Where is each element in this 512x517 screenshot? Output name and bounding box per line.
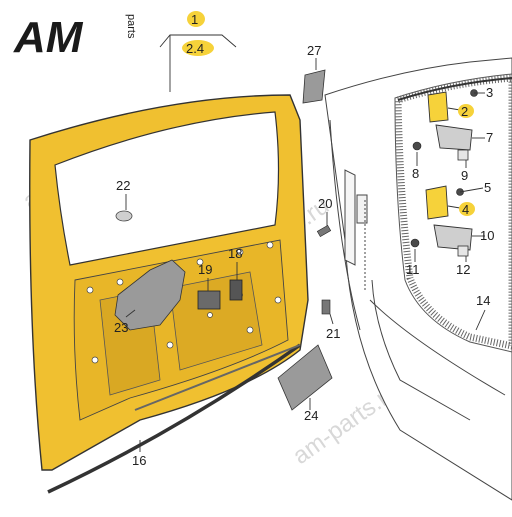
callout-21: 21 <box>326 326 340 341</box>
callout-2: 2 <box>461 104 468 119</box>
callout-11: 11 <box>406 262 420 277</box>
upper-hinge <box>427 91 473 161</box>
callout-7: 7 <box>486 130 493 145</box>
leader-lines <box>125 34 486 452</box>
callout-27: 27 <box>307 43 321 58</box>
car-body <box>324 57 512 501</box>
callout-20: 20 <box>318 196 332 211</box>
pad-24 <box>277 344 333 411</box>
callout-9: 9 <box>461 168 468 183</box>
callout-2-highlight <box>458 104 474 118</box>
seal-strip <box>47 343 302 494</box>
callout-8: 8 <box>412 166 419 181</box>
pad-27 <box>302 69 326 104</box>
callout-12: 12 <box>456 262 470 277</box>
callout-5: 5 <box>484 180 491 195</box>
callout-18: 18 <box>228 246 242 261</box>
bracket-part <box>197 290 221 310</box>
callout-2-4: 2.4 <box>186 41 204 56</box>
callout-23: 23 <box>114 320 128 335</box>
callout-10: 10 <box>480 228 494 243</box>
seal-strip-inner <box>134 344 301 411</box>
callout-3: 3 <box>486 85 493 100</box>
callout-4-highlight <box>459 202 475 216</box>
clip-part <box>229 279 243 301</box>
callout-24: 24 <box>304 408 318 423</box>
grommet-part <box>115 210 133 222</box>
callout-4: 4 <box>462 202 469 217</box>
callout-1-highlight <box>187 11 205 27</box>
callouts: 1 2.4 27 3 2 7 9 8 5 4 10 12 11 14 22 18… <box>114 11 494 468</box>
callout-22: 22 <box>116 178 130 193</box>
callout-2-4-highlight <box>182 40 214 56</box>
bolt-21 <box>321 299 331 315</box>
callout-16: 16 <box>132 453 146 468</box>
logo-side-text: parts <box>125 14 137 39</box>
lower-hinge <box>425 185 473 257</box>
bolt-20 <box>316 224 332 238</box>
callout-14: 14 <box>476 293 490 308</box>
callout-1: 1 <box>191 12 198 27</box>
am-parts-logo: AM parts <box>13 13 137 62</box>
callout-19: 19 <box>198 262 212 277</box>
logo-main-text: AM <box>13 13 84 62</box>
